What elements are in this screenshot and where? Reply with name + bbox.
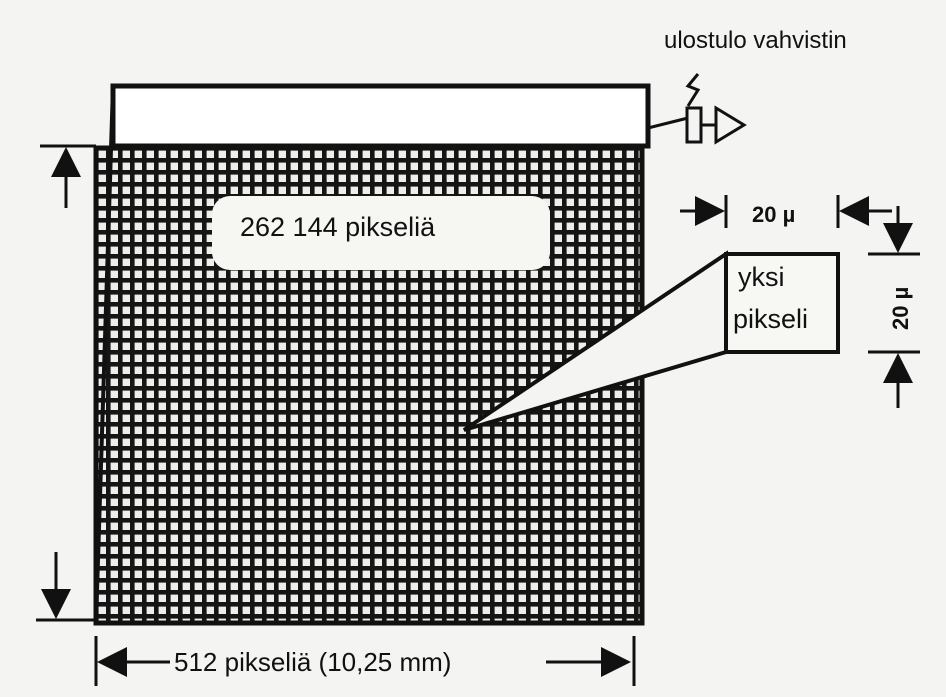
sensor-left-edge [94,85,115,624]
output-register [110,83,651,149]
amplifier-label: ulostulo vahvistin [664,27,847,54]
amplifier-wire [647,116,689,130]
single-pixel-label-line1: yksi [738,262,785,292]
pixel-width-label: 20 µ [752,202,795,227]
sensor-width-label: 512 pikseliä (10,25 mm) [174,647,451,677]
amplifier-transistor [685,106,703,144]
pixel-count-bubble [212,196,550,270]
pixel-count-label: 262 144 pikseliä [240,212,436,242]
pixel-height-label: 20 µ [888,287,913,330]
amplifier-zigzag-icon [685,73,701,107]
single-pixel-label-line2: pikseli [733,304,808,334]
single-pixel-box [724,252,840,354]
amplifier-triangle-icon [714,105,747,145]
